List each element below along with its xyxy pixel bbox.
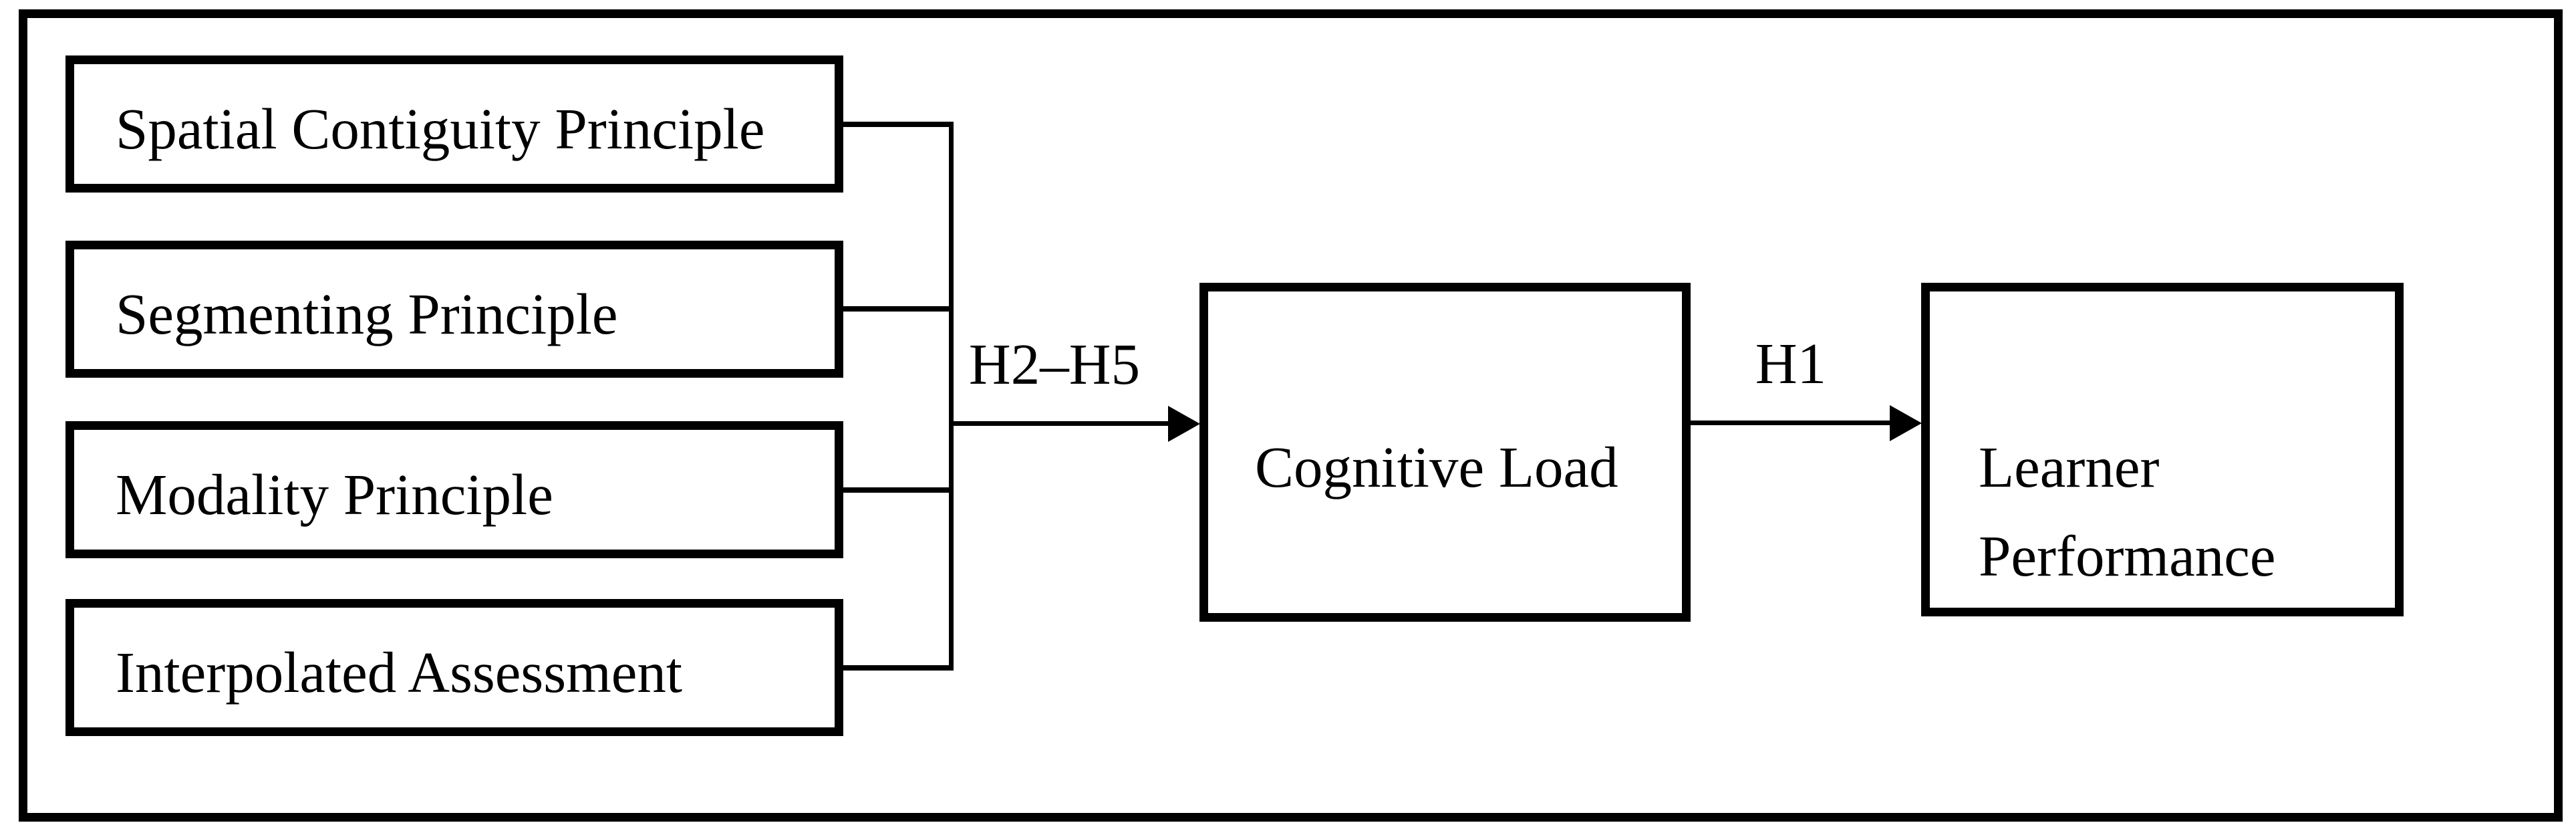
connector-stub xyxy=(839,487,953,493)
mediator-label: Cognitive Load xyxy=(1255,435,1618,499)
arrowhead-icon xyxy=(1890,405,1922,441)
arrow-line-h2-h5 xyxy=(952,421,1172,426)
hypothesis-label-h2-h5: H2–H5 xyxy=(968,332,1141,396)
arrow-line-h1 xyxy=(1691,421,1894,425)
outcome-box-learner-performance: Learner Performance xyxy=(1921,283,2404,616)
arrowhead-icon xyxy=(1168,406,1200,442)
outcome-label-line2: Performance xyxy=(1979,523,2276,588)
outcome-label-line1: Learner xyxy=(1979,435,2160,499)
connector-stub xyxy=(839,306,953,312)
connector-stub xyxy=(839,122,953,127)
collector-line xyxy=(949,122,954,671)
predictor-box-interpolated-assessment: Interpolated Assessment xyxy=(65,599,843,736)
predictor-box-spatial-contiguity: Spatial Contiguity Principle xyxy=(65,55,843,193)
mediator-box-cognitive-load: Cognitive Load xyxy=(1199,283,1691,622)
connector-stub xyxy=(839,665,953,671)
hypothesis-label-h1: H1 xyxy=(1755,331,1827,396)
predictor-label: Modality Principle xyxy=(116,462,553,527)
predictor-label: Segmenting Principle xyxy=(116,281,618,346)
predictor-label: Spatial Contiguity Principle xyxy=(116,96,765,161)
predictor-label: Interpolated Assessment xyxy=(116,640,683,705)
predictor-box-segmenting: Segmenting Principle xyxy=(65,241,843,378)
predictor-box-modality: Modality Principle xyxy=(65,421,843,558)
